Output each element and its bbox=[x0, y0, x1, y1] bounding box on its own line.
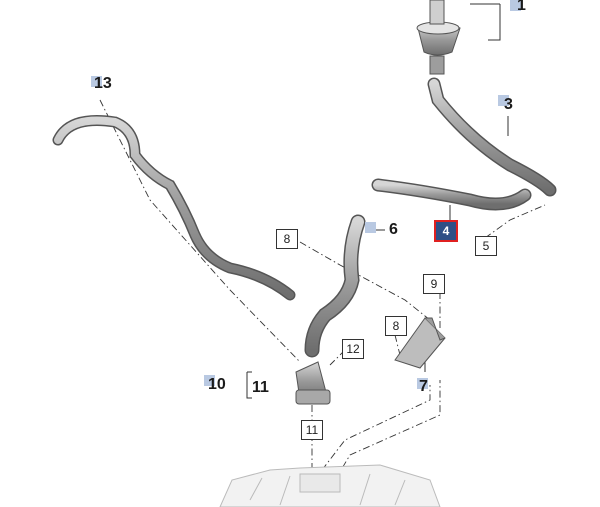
callout-10[interactable]: 10 bbox=[208, 376, 226, 393]
callout-marker bbox=[510, 0, 521, 11]
callout-marker bbox=[417, 378, 428, 389]
part-7-bracket bbox=[394, 317, 446, 369]
callout-marker bbox=[91, 76, 102, 87]
callout-13[interactable]: 13 bbox=[94, 75, 112, 92]
engine-block bbox=[219, 464, 441, 507]
callout-9[interactable]: 9 bbox=[423, 274, 445, 294]
callout-marker bbox=[498, 95, 509, 106]
callout-4-highlighted[interactable]: 4 bbox=[434, 220, 458, 242]
part-13-line bbox=[52, 114, 296, 301]
callout-marker bbox=[365, 222, 376, 233]
solid-leaders bbox=[246, 3, 509, 399]
callout-6[interactable]: 6 bbox=[389, 221, 398, 238]
callout-12[interactable]: 12 bbox=[342, 339, 364, 359]
callout-3[interactable]: 3 bbox=[504, 96, 513, 113]
part-1-breather-cap bbox=[416, 0, 461, 75]
part-11-connector bbox=[295, 361, 331, 405]
callout-8[interactable]: 8 bbox=[385, 316, 407, 336]
leader-lines bbox=[99, 99, 546, 507]
callout-marker bbox=[204, 375, 215, 386]
callout-11[interactable]: 11 bbox=[252, 379, 269, 396]
callout-5[interactable]: 5 bbox=[475, 236, 497, 256]
callout-11[interactable]: 11 bbox=[301, 420, 323, 440]
callout-7[interactable]: 7 bbox=[419, 378, 428, 395]
callout-8[interactable]: 8 bbox=[276, 229, 298, 249]
callout-1[interactable]: 1 bbox=[517, 0, 526, 14]
